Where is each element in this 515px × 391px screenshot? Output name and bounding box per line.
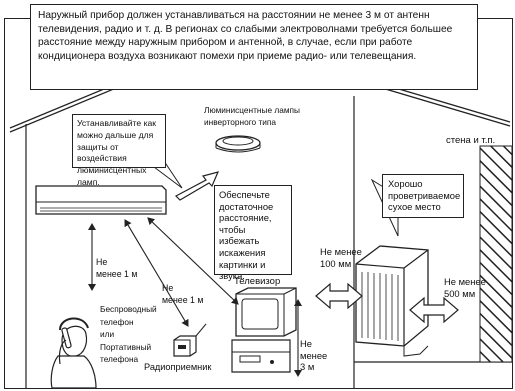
tv-label: Телевизор [234, 276, 281, 287]
radio-label: Радиоприемник [144, 362, 212, 372]
person-with-phone-icon [50, 317, 97, 389]
distance-arrows [88, 217, 302, 377]
outdoor-unit-icon [355, 245, 429, 357]
notice-line: расстояние между наружным прибором и ант… [38, 37, 413, 49]
notice-line: телевидения, радио и т. д. В регионах со… [38, 23, 453, 35]
ventilated-place-callout: Хорошо проветриваемое сухое место [382, 174, 464, 218]
notice-line: Наружный прибор должен устанавливаться н… [38, 10, 430, 21]
indoor-unit-icon [35, 185, 167, 215]
min-1m-left-label: Не менее 1 м [96, 257, 138, 279]
tv-icon [231, 287, 297, 373]
notice-line: кондиционера воздуха возникают помехи пр… [38, 51, 417, 63]
wall-obstacle [479, 145, 513, 363]
installation-notice: Наружный прибор должен устанавливаться н… [30, 4, 478, 90]
install-far-callout: Устанавливайте как можно дальше для защи… [72, 114, 166, 187]
min-100mm-label: Не менее 100 мм [320, 246, 362, 269]
phones-label: Беспроводный телефон или Портативный тел… [100, 304, 157, 364]
fluorescent-lamp-label: Люминисцентные лампы инверторного типа [204, 105, 301, 127]
wall-label: стена и т.п. [446, 135, 496, 146]
ensure-distance-callout: Обеспечьте достаточное расстояние, чтобы… [214, 185, 292, 281]
fluorescent-lamp-icon [215, 135, 261, 153]
min-500mm-label: Не менее 500 мм [444, 276, 486, 299]
block-arrows [175, 171, 459, 324]
radio-icon [173, 323, 207, 357]
min-3m-label: Не менее 3 м [300, 338, 328, 372]
min-1m-mid-label: Не менее 1 м [162, 283, 204, 305]
